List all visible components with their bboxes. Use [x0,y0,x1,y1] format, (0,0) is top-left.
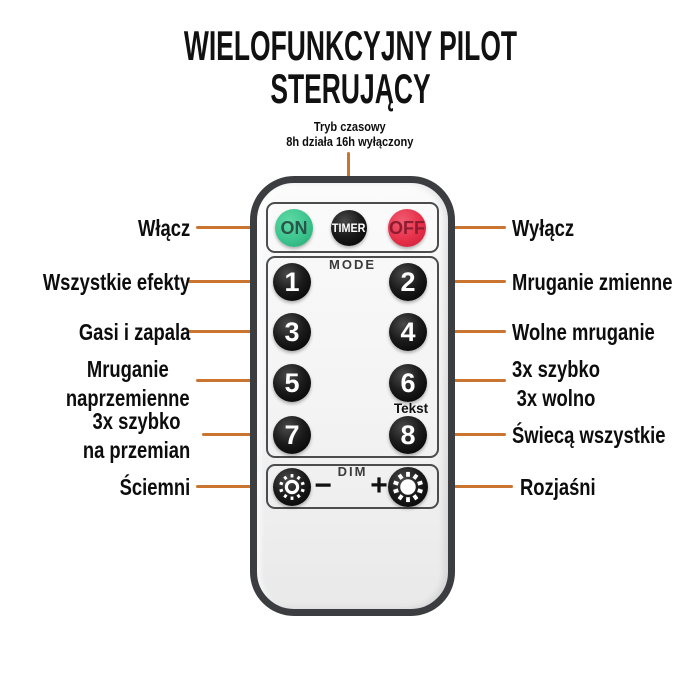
connector-left-5 [196,379,285,382]
dim-section-label: DIM [337,464,368,479]
dim-down-button[interactable] [273,468,311,506]
label-wylacz: Wyłącz [512,215,575,241]
connector-left-dim [196,485,285,488]
mode-button-3-label: 3 [284,316,300,347]
timer-button-label: TIMER [332,221,366,235]
page-title-line1: WIELOFUNKCYJNY PILOT [183,22,517,69]
label-wszystkie-efekty: Wszystkie efekty [42,269,190,295]
brightness-up-icon [391,470,425,504]
connector-right-6 [420,379,506,382]
connector-right-2 [420,280,506,283]
mode-button-6-label: 6 [400,367,416,398]
mode-button-5[interactable]: 5 [273,364,311,402]
label-sciemni: Ściemni [119,474,190,500]
mode-button-1[interactable]: 1 [273,263,311,301]
brightness-down-icon [277,472,307,502]
dim-plus-sign: + [370,469,388,502]
timer-note-line2: 8h działa 16h wyłączony [286,134,414,149]
connector-left-on [196,226,285,229]
mode-button-4[interactable]: 4 [389,313,427,351]
timer-mode-note: Tryb czasowy 8h działa 16h wyłączony [0,119,700,149]
label-wlacz: Włącz [137,215,190,241]
mode-button-7[interactable]: 7 [273,416,311,454]
label-wolne-mruganie: Wolne mruganie [512,319,655,345]
connector-right-4 [420,330,506,333]
mode-section-box [266,256,439,458]
label-swieca-wszystkie: Świecą wszystkie [512,422,666,448]
mode-button-4-label: 4 [400,316,416,347]
mode-button-5-label: 5 [284,367,300,398]
mode-section-label: MODE [329,257,376,272]
tekst-label: Tekst [393,401,429,416]
mode-button-6[interactable]: 6 [389,364,427,402]
label-gasi-i-zapala: Gasi i zapala [78,319,190,345]
power-section-box [266,202,439,253]
connector-left-7 [202,433,285,436]
mode-button-2-label: 2 [400,266,416,297]
dim-up-button[interactable] [388,467,428,507]
connector-left-1 [188,280,285,283]
mode-button-2[interactable]: 2 [389,263,427,301]
page-title-line2: STERUJĄCY [269,65,431,112]
connector-left-3 [188,330,285,333]
connector-right-8 [420,433,506,436]
dim-minus-sign: − [314,469,332,502]
label-rozjasni: Rozjaśni [520,474,596,500]
on-button[interactable]: ON [275,209,313,247]
connector-right-dim [420,485,513,488]
mode-button-7-label: 7 [284,419,300,450]
label-mruganie-zmienne: Mruganie zmienne [512,269,673,295]
connector-right-off [420,226,506,229]
mode-button-8[interactable]: 8 [389,416,427,454]
mode-button-1-label: 1 [284,266,300,297]
dim-section-box [266,464,439,509]
mode-button-8-label: 8 [400,419,416,450]
mode-button-3[interactable]: 3 [273,313,311,351]
off-button[interactable]: OFF [388,209,426,247]
on-button-label: ON [280,217,308,238]
off-button-label: OFF [389,217,425,238]
page-title: WIELOFUNKCYJNY PILOT STERUJĄCY [0,24,700,110]
timer-button[interactable]: TIMER [331,210,367,246]
timer-note-line1: Tryb czasowy [314,119,386,134]
